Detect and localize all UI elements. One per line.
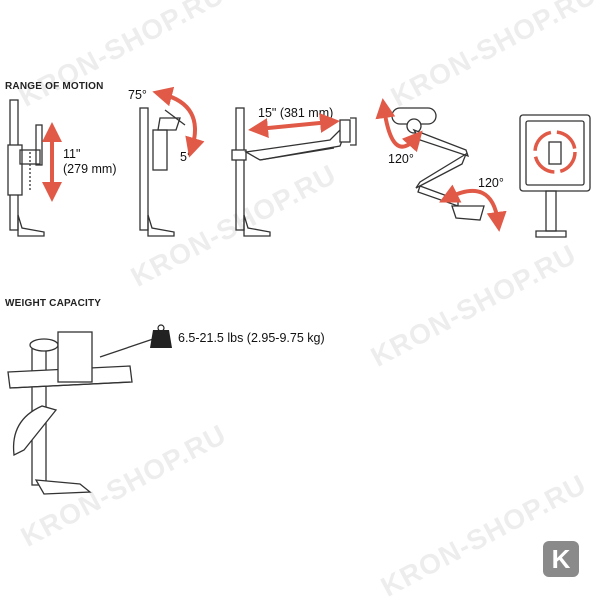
pan-arrow-right (439, 184, 507, 232)
extension-arrow (248, 113, 340, 138)
height-label-mm: (279 mm) (63, 162, 117, 176)
rotation-arrow (533, 130, 577, 174)
weight-capacity-figure (7, 331, 163, 495)
pan-left-label: 120° (388, 152, 414, 166)
tilt-arrow (152, 86, 205, 158)
weight-capacity-heading: WEIGHT CAPACITY (5, 298, 102, 309)
weight-icon (150, 324, 172, 348)
height-adjust-figure (7, 99, 45, 237)
pan-arrow-left (375, 98, 423, 153)
extension-figure (231, 107, 357, 237)
pan-figure (391, 107, 485, 221)
range-of-motion-heading: RANGE OF MOTION (5, 81, 104, 92)
height-label-in: 11" (63, 147, 81, 161)
weight-range-label: 6.5-21.5 lbs (2.95-9.75 kg) (178, 331, 325, 345)
tilt-up-label: 75° (128, 88, 147, 102)
rotation-figure (519, 114, 591, 238)
k-logo: K (543, 541, 579, 577)
tilt-figure (139, 107, 186, 237)
